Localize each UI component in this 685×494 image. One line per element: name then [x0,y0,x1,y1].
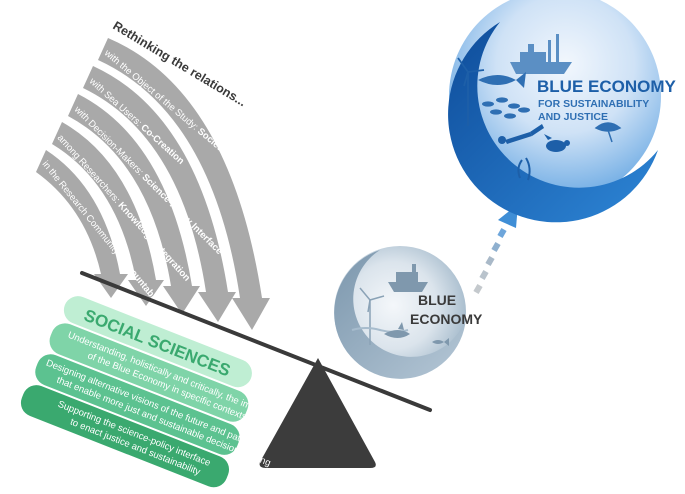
manta-ray-icon [594,122,622,143]
balance-beam [80,271,432,412]
large-circle-title: BLUE ECONOMY [537,77,677,96]
large-circle-subtitle-1: FOR SUSTAINABILITY [538,98,649,110]
relation-arrow-5 [36,150,128,298]
relation-arrow-1 [98,38,270,330]
small-circle-title-1: BLUE [418,292,456,308]
wind-turbine-icon [359,287,385,345]
wind-turbine-icon-large [457,57,485,126]
social-band-title [63,296,252,388]
relation-arrow-3 [68,94,200,314]
fish-school-icon [482,97,530,119]
blue-economy-small-circle: BLUE ECONOMY [334,246,483,379]
relation-arrows [36,38,270,330]
relation-arrow-2 [83,66,236,322]
seaweed-icon [517,157,531,181]
small-circle-title-2: ECONOMY [410,311,483,327]
social-band-3 [20,385,230,488]
small-crescent [334,250,466,379]
shark-icon [384,322,410,338]
research-vessel-icon [510,34,572,74]
large-circle-subtitle-2: AND JUSTICE [538,111,608,123]
cargo-ship-icon [388,264,428,292]
transition-arrow [473,204,518,294]
relation-arrow-4 [52,122,164,306]
large-crescent [448,22,658,223]
turtle-icon [544,134,570,152]
diver-icon [498,124,544,144]
fish-icon-small [432,338,449,346]
social-band-1 [49,323,249,422]
social-sciences-panel: SOCIAL SCIENCES Understanding, holistica… [20,296,274,488]
balance-fulcrum [259,358,376,468]
tuna-icon [478,72,526,88]
social-band-2 [35,354,240,455]
blue-economy-large-circle: BLUE ECONOMY FOR SUSTAINABILITY AND JUST… [448,0,677,223]
